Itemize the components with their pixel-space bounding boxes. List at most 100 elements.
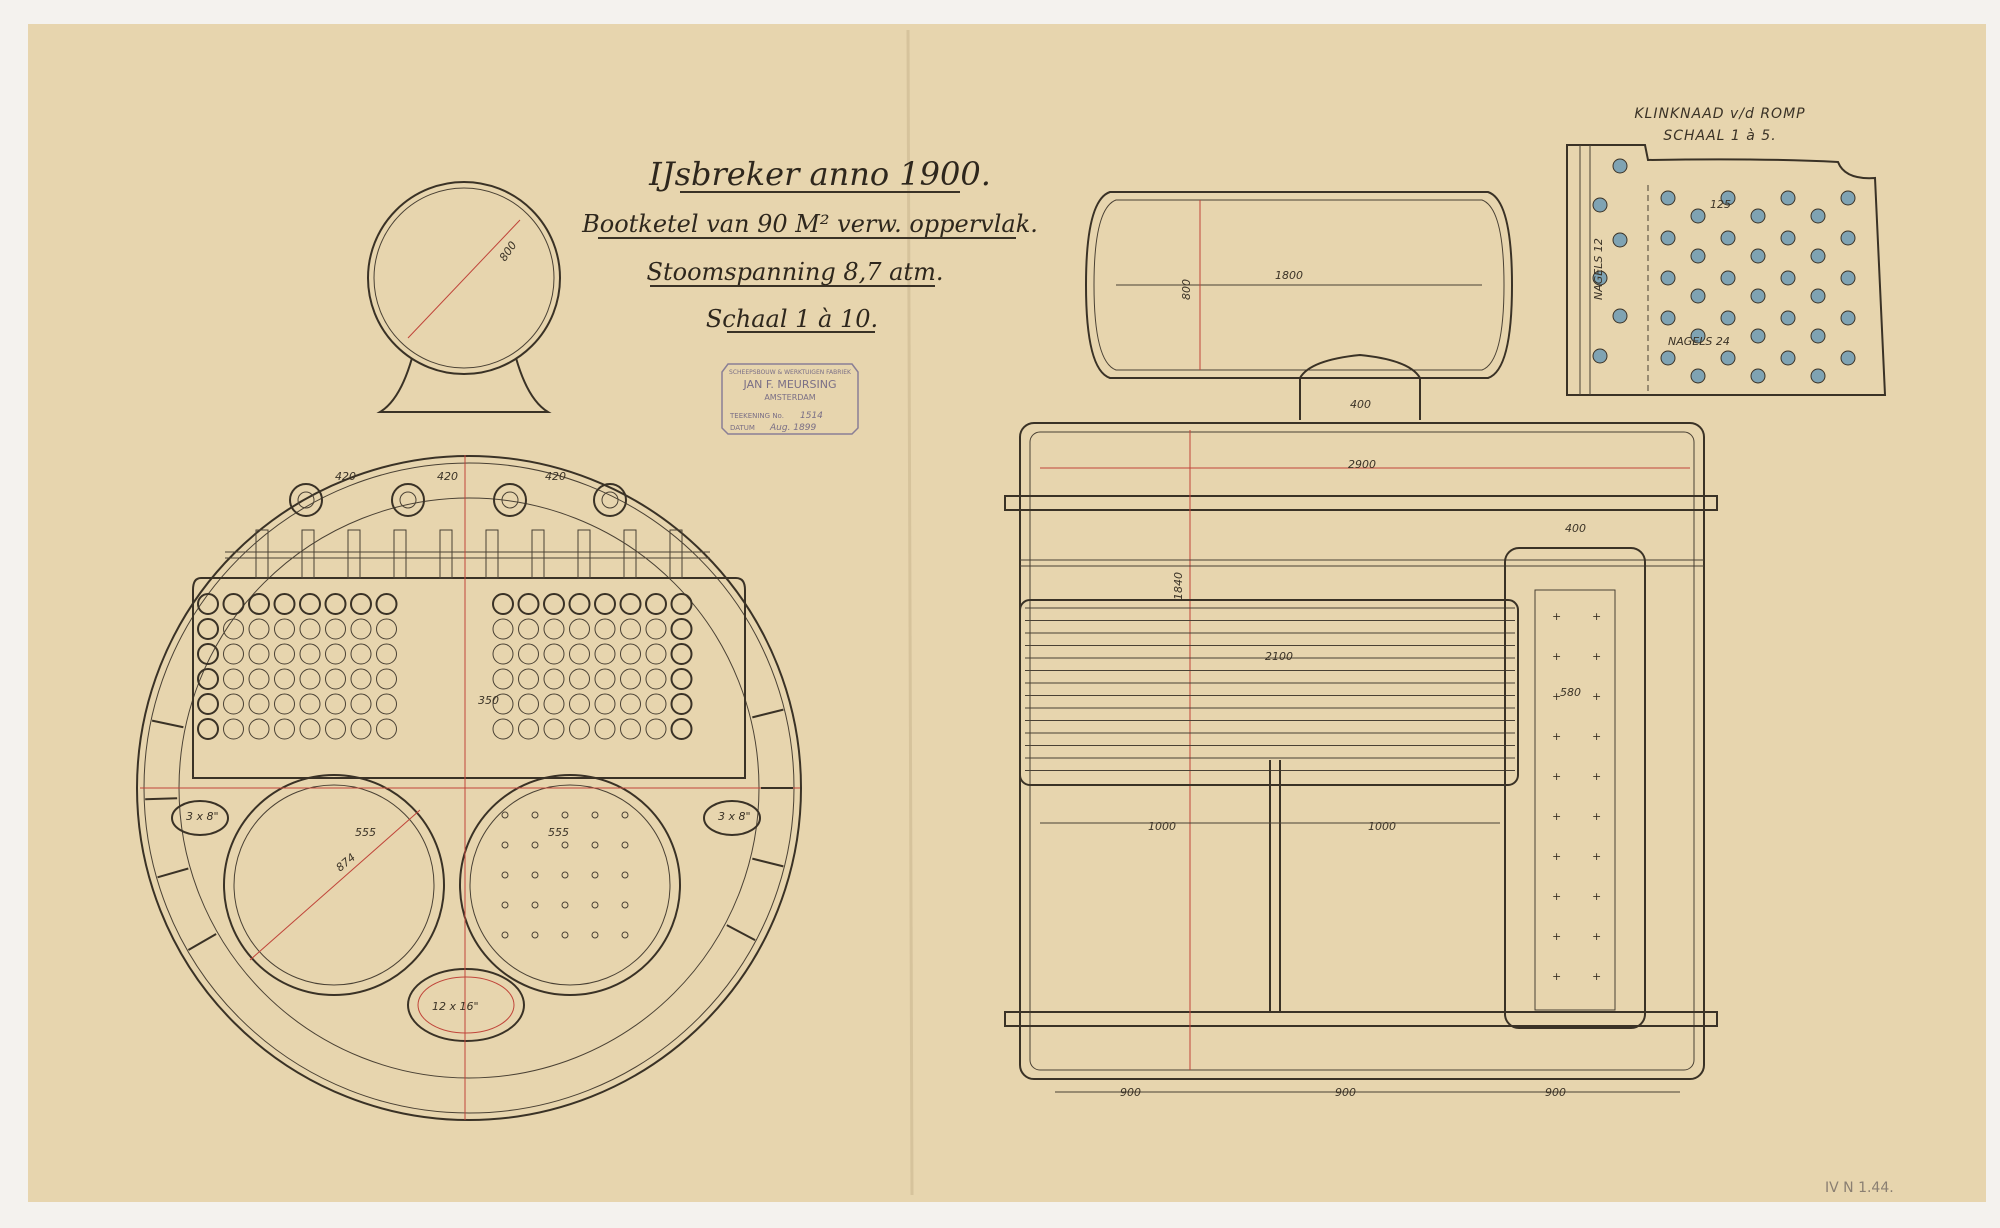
rivet bbox=[1750, 288, 1766, 304]
boiler-tube bbox=[645, 643, 667, 665]
rivet bbox=[1612, 232, 1628, 248]
boiler-tube bbox=[518, 718, 539, 740]
boiler-tube bbox=[569, 718, 590, 740]
boiler-tube bbox=[299, 693, 321, 715]
furnace-stay bbox=[621, 811, 629, 819]
rivet bbox=[1660, 190, 1676, 206]
furnace-stay bbox=[531, 931, 539, 939]
boiler-tube bbox=[594, 693, 616, 715]
boiler-tube bbox=[492, 718, 514, 740]
furnace-stay bbox=[561, 871, 569, 879]
boiler-tube bbox=[350, 643, 372, 665]
title-line-3: Stoomspanning 8,7 atm. bbox=[647, 258, 944, 286]
rivet bbox=[1592, 348, 1608, 364]
chamber-stay: + bbox=[1592, 650, 1601, 663]
chamber-stay: + bbox=[1552, 650, 1561, 663]
boiler-tube bbox=[350, 668, 372, 690]
stay-rod bbox=[347, 529, 361, 579]
boiler-tube bbox=[299, 718, 321, 740]
rivet bbox=[1612, 158, 1628, 174]
rivet bbox=[1750, 248, 1766, 264]
furnace-stay bbox=[621, 931, 629, 939]
boiler-tube bbox=[620, 718, 641, 740]
furnace-stay bbox=[591, 871, 599, 879]
boiler-tube bbox=[543, 618, 565, 640]
boiler-tube bbox=[518, 643, 539, 665]
boiler-tube bbox=[620, 693, 641, 715]
boiler-tube bbox=[569, 668, 590, 690]
stay-bolt bbox=[501, 491, 519, 509]
boiler-tube bbox=[223, 718, 244, 740]
boiler-tube bbox=[375, 593, 398, 615]
boiler-tube bbox=[223, 618, 244, 640]
boiler-tube bbox=[518, 618, 539, 640]
boiler-tube bbox=[670, 643, 693, 665]
boiler-tube bbox=[670, 618, 693, 640]
boiler-tube bbox=[645, 668, 667, 690]
boiler-tube bbox=[325, 668, 346, 690]
svg-text:555: 555 bbox=[548, 826, 569, 839]
boiler-tube bbox=[569, 618, 590, 640]
boiler-tube bbox=[594, 718, 616, 740]
svg-text:NAGELS 24: NAGELS 24 bbox=[1668, 335, 1730, 348]
chamber-stay: + bbox=[1552, 890, 1561, 903]
boiler-tube bbox=[197, 618, 219, 640]
rivet bbox=[1592, 270, 1608, 286]
stay-bolt bbox=[601, 491, 619, 509]
svg-text:3 x 8": 3 x 8" bbox=[718, 810, 751, 823]
rivet bbox=[1750, 208, 1766, 224]
rivet bbox=[1840, 310, 1856, 326]
boiler-tube bbox=[594, 643, 616, 665]
stay-rod bbox=[301, 529, 315, 579]
svg-text:1800: 1800 bbox=[1275, 269, 1303, 282]
boiler-tube bbox=[670, 668, 693, 690]
chamber-stay: + bbox=[1592, 890, 1601, 903]
paper-sheet bbox=[28, 24, 1986, 1202]
boiler-tube bbox=[350, 618, 372, 640]
furnace-stay bbox=[531, 811, 539, 819]
shell-stay bbox=[187, 933, 217, 951]
rivet bbox=[1660, 270, 1676, 286]
furnace-stay bbox=[591, 841, 599, 849]
boiler-tube bbox=[325, 643, 346, 665]
chamber-stay: + bbox=[1592, 810, 1601, 823]
boiler-tube bbox=[543, 593, 565, 615]
svg-text:350: 350 bbox=[478, 694, 499, 707]
boiler-tube bbox=[543, 693, 565, 715]
rivet bbox=[1720, 270, 1736, 286]
boiler-tube bbox=[350, 718, 372, 740]
chamber-stay: + bbox=[1552, 730, 1561, 743]
boiler-tube bbox=[299, 668, 321, 690]
boiler-tube bbox=[492, 693, 514, 715]
rivet bbox=[1810, 288, 1826, 304]
rivet bbox=[1780, 310, 1796, 326]
rivet bbox=[1810, 328, 1826, 344]
furnace-stay bbox=[621, 901, 629, 909]
chamber-stay: + bbox=[1552, 930, 1561, 943]
boiler-tube bbox=[569, 643, 590, 665]
svg-text:2100: 2100 bbox=[1265, 650, 1293, 663]
boiler-tube bbox=[274, 643, 295, 665]
title-block: IJsbreker anno 1900. Bootketel van 90 M²… bbox=[581, 155, 1038, 333]
rivet bbox=[1750, 328, 1766, 344]
rivet bbox=[1780, 230, 1796, 246]
svg-text:900: 900 bbox=[1335, 1086, 1356, 1099]
svg-text:800: 800 bbox=[1180, 279, 1193, 300]
stay-rod bbox=[669, 529, 683, 579]
boiler-tube bbox=[248, 643, 270, 665]
boiler-tube bbox=[376, 668, 397, 690]
steam-drum-side-view: 1800 800 400 bbox=[1084, 191, 1514, 420]
chamber-stay: + bbox=[1552, 810, 1561, 823]
shell-stay bbox=[726, 924, 756, 941]
boiler-tube bbox=[543, 643, 565, 665]
rivet bbox=[1612, 308, 1628, 324]
svg-text:900: 900 bbox=[1545, 1086, 1566, 1099]
boiler-tube bbox=[248, 668, 270, 690]
rivet bbox=[1690, 288, 1706, 304]
furnace-stay bbox=[531, 871, 539, 879]
boiler-tube bbox=[197, 643, 219, 665]
boiler-tube bbox=[223, 693, 244, 715]
svg-text:TEEKENING No.: TEEKENING No. bbox=[729, 412, 784, 420]
chamber-stay: + bbox=[1552, 690, 1561, 703]
boiler-tube bbox=[350, 593, 372, 615]
